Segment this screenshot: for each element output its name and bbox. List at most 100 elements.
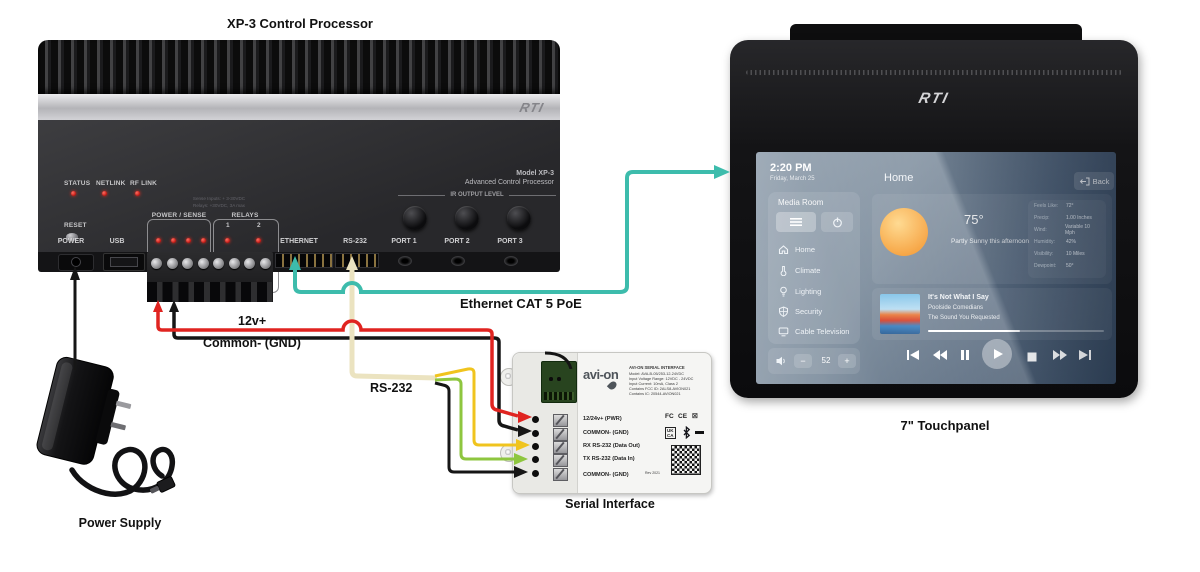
tv-icon — [778, 327, 789, 337]
sidebar-item-lighting[interactable]: Lighting — [778, 286, 821, 297]
menu-button[interactable] — [776, 212, 816, 232]
ir-knob-3[interactable] — [507, 206, 531, 230]
album-art — [880, 294, 920, 334]
avion-logo: avi-on — [583, 367, 619, 382]
ir-output-label: IR OUTPUT LEVEL — [398, 192, 556, 198]
serial-terminal-label-tx: TX RS-232 (Data In) — [583, 456, 635, 462]
antenna-wire — [544, 351, 573, 369]
volume-panel: − 52 + — [768, 348, 860, 374]
play-icon — [993, 349, 1003, 359]
rti-logo: RTI — [518, 99, 546, 115]
sidebar-item-climate[interactable]: Climate — [778, 265, 820, 276]
ps-led-4 — [201, 238, 206, 243]
ce-mark: CE — [678, 413, 688, 420]
serial-terminal-label-gnd2: COMMON- (GND) — [583, 472, 629, 478]
pause-button[interactable] — [960, 348, 970, 366]
sidebar-item-security[interactable]: Security — [778, 306, 822, 317]
serial-terminal-label-gnd1: COMMON- (GND) — [583, 430, 629, 436]
ps-led-3 — [186, 238, 191, 243]
terminal-screw — [553, 441, 568, 454]
sun-icon — [880, 208, 928, 256]
track-album: The Sound You Requested — [928, 315, 1000, 321]
rflink-led — [135, 191, 140, 196]
serial-interface-body: avi-on AVI-ON SERIAL INTERFACE Model: AV… — [512, 351, 712, 494]
touchpanel-label: 7" Touchpanel — [900, 418, 990, 433]
rti-logo-touchpanel: RTI — [916, 90, 952, 107]
port2-label: PORT 2 — [444, 238, 470, 245]
speaker-icon — [776, 356, 785, 366]
power-button[interactable] — [821, 212, 853, 232]
terminal-hole-2[interactable] — [532, 430, 539, 437]
serial-interface: avi-on AVI-ON SERIAL INTERFACE Model: AV… — [500, 348, 712, 498]
power-icon — [832, 217, 842, 227]
stop-button[interactable] — [1027, 349, 1037, 367]
usb-port-inner — [110, 257, 138, 267]
bulb-icon — [780, 286, 787, 297]
ir-knob-2[interactable] — [455, 206, 479, 230]
terminal-hole-5[interactable] — [532, 470, 539, 477]
hamburger-icon — [790, 218, 802, 226]
port2-jack[interactable] — [451, 256, 465, 266]
thermometer-icon — [780, 266, 787, 276]
volume-down-button[interactable]: − — [794, 354, 812, 368]
serial-fineprint-3: Input Current: 10mA, Class 2 — [629, 382, 678, 386]
rs232-port[interactable] — [335, 253, 379, 268]
port3-jack[interactable] — [504, 256, 518, 266]
date: Friday, March 25 — [770, 176, 815, 182]
play-button[interactable] — [982, 339, 1012, 369]
ukca-mark: UK CA — [665, 427, 676, 439]
qr-code — [671, 445, 701, 475]
terminal-screw — [229, 258, 240, 269]
terminal-screw — [167, 258, 178, 269]
speaker-grille — [746, 70, 1122, 75]
terminal-screw — [553, 468, 568, 481]
touchpanel-body: RTI 2:20 PM Friday, March 25 Media Room — [730, 40, 1138, 398]
rewind-button[interactable] — [932, 348, 948, 366]
xp3-control-processor: RTI STATUS NETLINK RF LINK RESET Sense I… — [38, 40, 560, 302]
ps-led-1 — [156, 238, 161, 243]
now-playing-card: It's Not What I Say Poolside Comedians T… — [872, 288, 1112, 340]
ir-knob-1[interactable] — [403, 206, 427, 230]
sidebar-item-home[interactable]: Home — [778, 244, 815, 255]
track-artist: Poolside Comedians — [928, 305, 984, 311]
usb-port-label: USB — [109, 238, 125, 245]
terminal-screw — [553, 454, 568, 467]
reset-button[interactable] — [66, 233, 78, 241]
model-sub-label: Advanced Control Processor — [464, 179, 554, 186]
volume-level: 52 — [821, 356, 831, 365]
track-title: It's Not What I Say — [928, 294, 989, 301]
weather-detail-row: Dewpoint:50° — [1034, 263, 1074, 269]
status-led-label: STATUS — [64, 180, 91, 187]
terminal-hole-4[interactable] — [532, 456, 539, 463]
ps-led-2 — [171, 238, 176, 243]
relay-led-2 — [256, 238, 261, 243]
sidebar-item-cable-tv[interactable]: Cable Television — [778, 326, 849, 337]
port1-jack[interactable] — [398, 256, 412, 266]
fast-forward-button[interactable] — [1052, 348, 1068, 366]
skip-forward-button[interactable] — [1078, 348, 1092, 366]
power-wire-label: 12v+ — [238, 314, 267, 328]
ground-wire — [172, 310, 519, 432]
power-port-label: POWER — [57, 238, 85, 245]
page-title: Home — [884, 172, 914, 184]
rev-label: Rev 2021 — [645, 471, 660, 475]
serial-fineprint-4: Contains FCC ID: 2ALS8-AVION021 — [629, 387, 691, 391]
port1-label: PORT 1 — [391, 238, 417, 245]
terminal-hole-3[interactable] — [532, 443, 539, 450]
back-button[interactable]: Back — [1074, 172, 1114, 190]
serial-fineprint-2: Input Voltage Range: 12VDC - 24VDC — [629, 377, 694, 381]
skip-back-button[interactable] — [906, 348, 920, 366]
terminal-hole-1[interactable] — [532, 416, 539, 423]
bluetooth-icon — [683, 426, 691, 439]
ethernet-port[interactable] — [275, 253, 333, 268]
ethernet-wire-label: Ethernet CAT 5 PoE — [460, 296, 582, 311]
progress-track[interactable] — [928, 330, 1104, 332]
xp3-terminal-block[interactable] — [147, 252, 273, 302]
reset-label: RESET — [64, 222, 87, 229]
volume-up-button[interactable]: + — [838, 354, 856, 368]
touchpanel-screen[interactable]: 2:20 PM Friday, March 25 Media Room Home — [756, 152, 1116, 384]
ground-wire-label: Common- (GND) — [203, 336, 301, 350]
weather-detail-row: Wind:Variable 10 Mph — [1034, 224, 1090, 236]
relay-led-1 — [225, 238, 230, 243]
